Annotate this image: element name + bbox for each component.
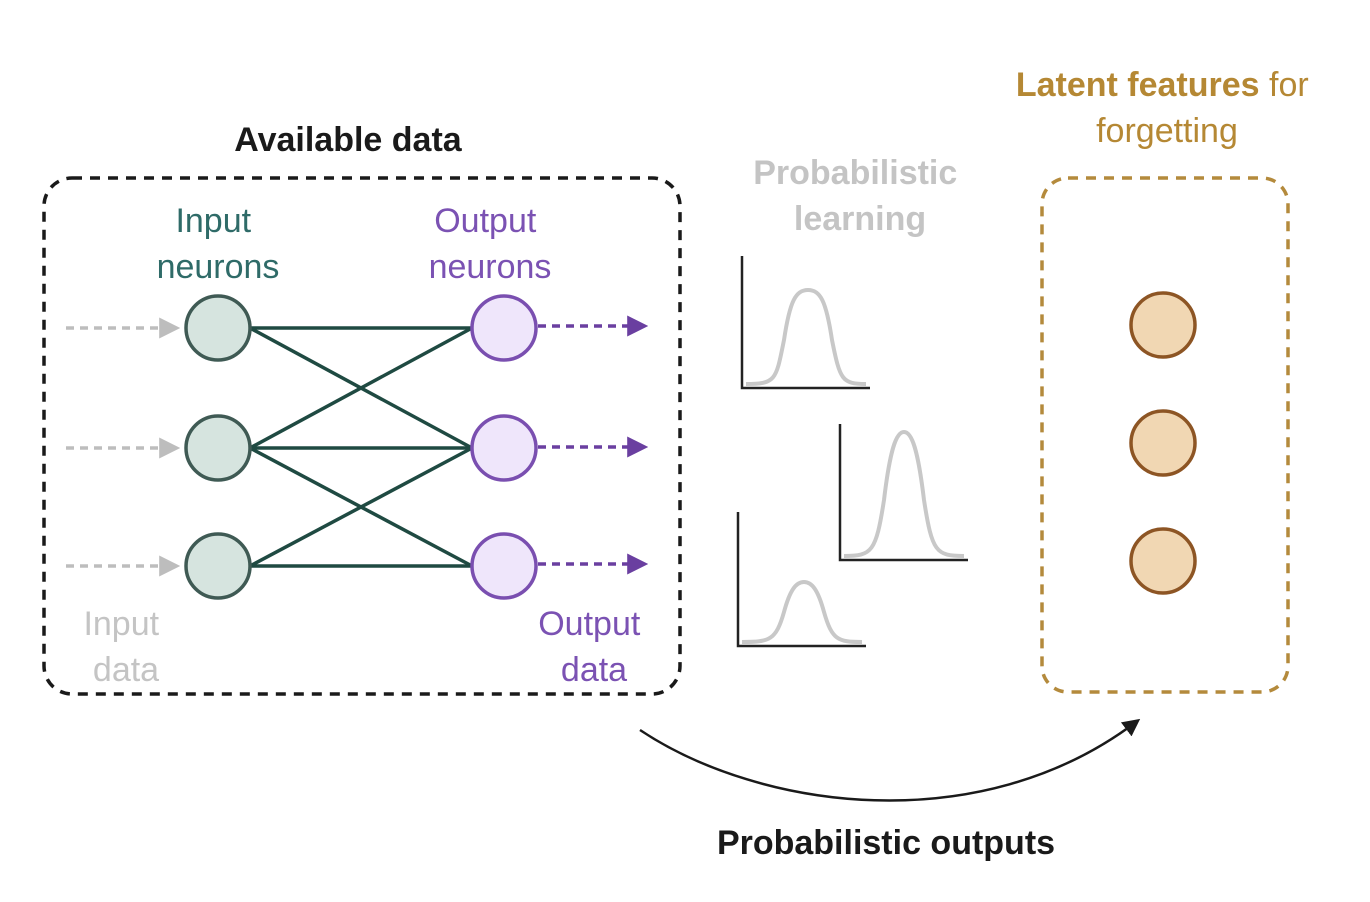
probabilistic-learning-line2: learning [794, 200, 926, 238]
distribution-plot-1 [740, 256, 870, 390]
latent-features-box [1040, 176, 1290, 694]
input-data-label-line2: data [93, 651, 159, 689]
output-neuron [470, 414, 538, 482]
output-neurons-label-line2: neurons [429, 248, 552, 286]
probabilistic-learning-line1: Probabilistic [753, 154, 957, 192]
distribution-axes [740, 256, 870, 390]
latent-features-for: for [1260, 66, 1309, 104]
distribution-curve [745, 287, 867, 386]
output-neuron [470, 532, 538, 600]
latent-neuron [1129, 527, 1197, 595]
latent-features-title-line1: Latent features for [1016, 66, 1318, 104]
network-connections [249, 326, 473, 568]
latent-neuron [1129, 409, 1197, 477]
input-neurons-label-line2: neurons [157, 248, 280, 286]
input-neuron [184, 414, 252, 482]
output-neurons-label: Output neurons [429, 202, 552, 286]
input-neurons [184, 294, 252, 600]
connection-line [249, 446, 473, 568]
output-neurons [470, 294, 538, 600]
distribution-curve [741, 579, 863, 644]
input-neuron [184, 532, 252, 600]
output-arrows [538, 315, 649, 575]
output-data-label: Output data [538, 605, 650, 689]
available-data-box [42, 176, 682, 696]
connection-line [249, 326, 473, 450]
latent-features-bold: Latent features [1016, 66, 1260, 104]
distribution-plot-2 [838, 424, 968, 562]
latent-neurons [1129, 291, 1197, 595]
probabilistic-outputs-label: Probabilistic outputs [717, 824, 1055, 862]
probabilistic-outputs-arrow [639, 718, 1141, 802]
latent-features-title: Latent features for forgetting [1016, 66, 1318, 150]
available-data-title: Available data [234, 121, 462, 159]
latent-neuron [1129, 291, 1197, 359]
input-neurons-label-line1: Input [175, 202, 251, 240]
input-neurons-label: Input neurons [157, 202, 280, 286]
output-data-label-line1: Output [538, 605, 641, 643]
distribution-plot-3 [736, 512, 866, 648]
output-neurons-label-line1: Output [434, 202, 537, 240]
input-neuron [184, 294, 252, 362]
distribution-axes [736, 512, 866, 648]
output-neuron [470, 294, 538, 362]
input-arrows [66, 317, 181, 577]
distribution-curve [843, 429, 965, 558]
distribution-axes [838, 424, 968, 562]
probabilistic-learning-title: Probabilistic learning [753, 154, 967, 238]
input-data-label-line1: Input [83, 605, 159, 643]
input-data-label: Input data [83, 605, 168, 689]
latent-features-title-line2: forgetting [1096, 112, 1238, 150]
output-data-label-line2: data [561, 651, 627, 689]
